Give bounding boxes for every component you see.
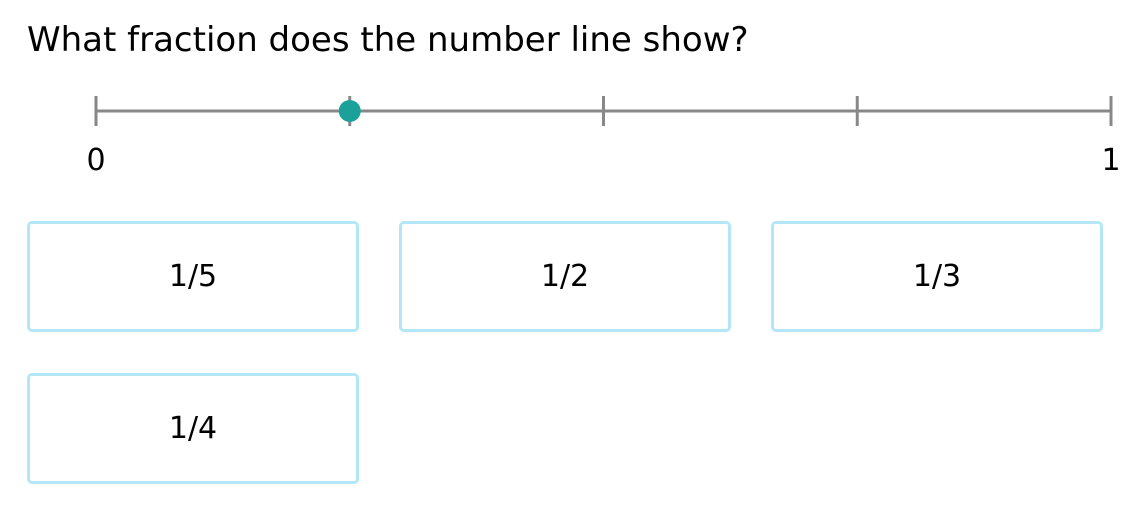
choice-label: 1/4	[168, 410, 218, 446]
choice-label: 1/3	[912, 258, 962, 294]
question-text: What fraction does the number line show?	[27, 20, 749, 60]
choice-button-1[interactable]: 1/5	[27, 221, 359, 332]
choice-label: 1/2	[540, 258, 590, 294]
choice-button-2[interactable]: 1/2	[399, 221, 731, 332]
number-line	[94, 96, 1113, 126]
choice-button-4[interactable]: 1/4	[27, 373, 359, 484]
number-line-start-label: 0	[86, 143, 106, 178]
number-line-point	[338, 100, 361, 122]
choice-button-3[interactable]: 1/3	[771, 221, 1103, 332]
choice-label: 1/5	[168, 258, 218, 294]
number-line-end-label: 1	[1101, 143, 1121, 178]
